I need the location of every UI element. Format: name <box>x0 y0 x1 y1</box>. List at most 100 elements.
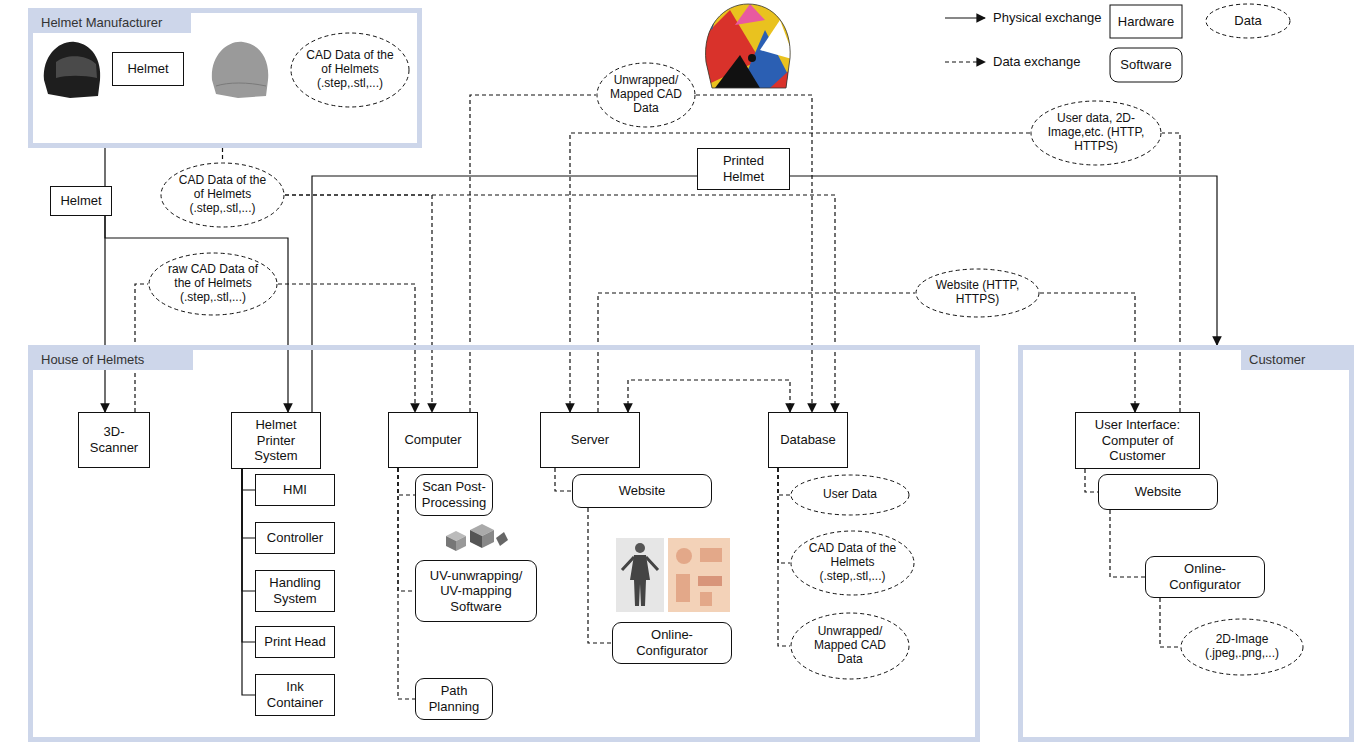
data-connector <box>778 468 790 495</box>
node-label: Printed Helmet <box>701 153 786 184</box>
data-connector <box>588 508 612 643</box>
software-box: Website <box>1098 474 1218 510</box>
node-label: Website <box>619 483 666 499</box>
node-label: Unwrapped/ Mapped CAD Data <box>609 74 683 115</box>
data-ellipse: Unwrapped/ Mapped CAD Data <box>596 62 696 128</box>
node-label: Ink Container <box>259 679 331 710</box>
physical-connector <box>242 469 255 490</box>
software-box: UV-unwrapping/ UV-mapping Software <box>415 560 537 622</box>
node-label: User data, 2D-Image,etc. (HTTP, HTTPS) <box>1047 112 1145 153</box>
node-label: CAD Data of the of Helmets (.step,.stl,.… <box>306 49 395 90</box>
physical-connector <box>242 469 255 591</box>
node-label: UV-unwrapping/ UV-mapping Software <box>419 568 533 615</box>
physical-connector <box>104 148 105 186</box>
data-ellipse: CAD Data of the of Helmets (.step,.stl,.… <box>160 162 285 228</box>
group-band: CustomerUser Interface: Computer of Cust… <box>1018 345 1354 742</box>
data-connector <box>398 468 415 495</box>
hardware-box: Helmet Printer System <box>231 412 321 469</box>
hardware-box: Printed Helmet <box>697 148 790 190</box>
data-ellipse: 2D-Image (.jpeg,.png,...) <box>1180 618 1304 676</box>
data-connector <box>1085 469 1098 492</box>
physical-connector <box>312 176 697 412</box>
node-label: User Interface: Computer of Customer <box>1079 417 1196 464</box>
uv-icon <box>446 524 508 551</box>
software-box: Website <box>572 474 712 508</box>
legend-label: Physical exchange <box>993 9 1113 27</box>
node-label: Computer <box>404 432 461 448</box>
data-ellipse: Website (HTTP, HTTPS) <box>915 268 1040 318</box>
node-label: Website (HTTP, HTTPS) <box>931 279 1024 307</box>
node-label: 2D-Image (.jpeg,.png,...) <box>1196 633 1288 661</box>
software-box: Online-Configurator <box>612 622 732 664</box>
data-connector <box>285 195 835 412</box>
legend-label: Software <box>1110 48 1182 82</box>
node-label: raw CAD Data of the of Helmets (.step,.s… <box>165 263 261 304</box>
data-connector <box>1160 598 1180 647</box>
band-title: Customer <box>1241 350 1349 370</box>
software-box: Scan Post-Processing <box>415 474 493 516</box>
node-label: Handling System <box>259 575 331 606</box>
hardware-box: Server <box>540 412 640 468</box>
hardware-box: Ink Container <box>255 674 335 716</box>
physical-connector <box>105 216 288 412</box>
physical-connector <box>790 176 1217 345</box>
legend-label: Data <box>1206 4 1290 38</box>
hardware-box: Computer <box>388 412 478 468</box>
node-label: Print Head <box>264 634 325 650</box>
data-connector <box>628 380 790 412</box>
hardware-box: 3D-Scanner <box>78 412 150 468</box>
software-box: Online-Configurator <box>1145 556 1265 598</box>
node-label: Helmet <box>127 61 168 77</box>
node-label: Path Planning <box>419 683 489 714</box>
hardware-box: Controller <box>255 522 335 554</box>
data-ellipse: User data, 2D-Image,etc. (HTTP, HTTPS) <box>1030 100 1162 166</box>
data-ellipse: Unwrapped/ Mapped CAD Data <box>790 612 910 680</box>
data-connector <box>696 95 812 412</box>
data-connector <box>398 468 415 591</box>
band-title: House of Helmets <box>33 350 193 370</box>
grey-helmet <box>212 42 268 98</box>
physical-connector <box>242 469 255 538</box>
node-label: Server <box>571 432 609 448</box>
node-label: Unwrapped/ Mapped CAD Data <box>806 625 895 666</box>
data-ellipse: User Data <box>790 474 910 516</box>
data-connector <box>555 468 572 491</box>
node-label: 3D-Scanner <box>82 424 146 455</box>
node-label: HMI <box>283 482 307 498</box>
hardware-box: Print Head <box>255 626 335 658</box>
data-ellipse: CAD Data of the Helmets (.step,.stl,...) <box>790 530 915 596</box>
data-ellipse: raw CAD Data of the of Helmets (.step,.s… <box>148 252 278 316</box>
software-box: Path Planning <box>415 678 493 720</box>
physical-connector <box>242 469 255 642</box>
node-label: Online-Configurator <box>1149 561 1261 592</box>
legend-label: Data exchange <box>993 53 1103 71</box>
data-connector <box>1162 133 1180 412</box>
group-band: House of Helmets 3D-Scanner Helmet Printer… <box>28 345 980 742</box>
data-connector <box>222 148 223 162</box>
node-label: Website <box>1135 484 1182 500</box>
data-connector <box>278 284 415 412</box>
node-label: Helmet Printer System <box>235 417 317 464</box>
data-ellipse: CAD Data of the of Helmets (.step,.stl,.… <box>290 32 410 108</box>
hardware-box: User Interface: Computer of Customer <box>1075 412 1200 469</box>
data-connector <box>135 284 148 412</box>
group-band: Helmet ManufacturerHelmet CAD Data of the… <box>28 8 422 148</box>
data-connector <box>470 95 596 412</box>
node-label: Online-Configurator <box>616 627 728 658</box>
node-label: User Data <box>806 488 895 502</box>
hardware-box: HMI <box>255 474 335 506</box>
data-connector <box>1110 510 1145 577</box>
legend-samples <box>945 4 1290 82</box>
physical-connector <box>104 216 105 412</box>
hardware-box: Database <box>768 412 848 468</box>
band-title: Helmet Manufacturer <box>33 13 191 33</box>
node-label: Scan Post-Processing <box>419 479 489 510</box>
node-label: Database <box>780 432 836 448</box>
configurator-picture <box>616 538 730 612</box>
data-connector <box>778 468 790 646</box>
data-connector <box>598 293 915 412</box>
data-connector <box>398 468 415 699</box>
physical-connector <box>242 469 255 695</box>
hardware-box: Handling System <box>255 570 335 612</box>
